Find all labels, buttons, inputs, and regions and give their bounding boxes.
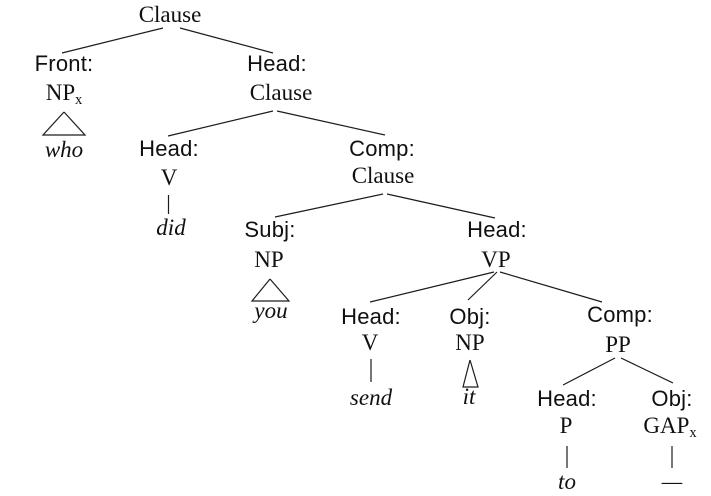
edge-compclause-headvp <box>386 193 496 219</box>
triangle-you <box>250 278 291 302</box>
edge-headvp-objnp <box>467 271 498 301</box>
node-headv-send-category: V <box>361 330 379 355</box>
terminal-send: send <box>349 385 393 410</box>
node-comppp-role: Comp: <box>587 302 653 327</box>
terminal-did: did <box>156 215 186 240</box>
node-objgap-category: GAPx <box>643 413 697 441</box>
terminal-it: it <box>462 384 476 409</box>
edge-headclause-compcl <box>276 110 386 136</box>
subscript-x: x <box>75 91 83 108</box>
edge-headvp-comppp <box>499 271 603 303</box>
node-objnp-category: NP <box>455 330 485 355</box>
node-front-role: Front: <box>34 51 94 76</box>
node-front-category: NPx <box>45 80 83 108</box>
node-root-category: Clause <box>138 2 202 27</box>
triangle-who <box>41 111 87 136</box>
subscript-x: x <box>689 424 697 441</box>
terminal-you: you <box>254 298 288 323</box>
node-headv-did-role: Head: <box>139 136 199 161</box>
node-headvp-category: VP <box>481 247 511 272</box>
node-objnp-role: Obj: <box>449 304 491 329</box>
edge-headclause-headv <box>167 110 274 137</box>
edge-headvp-headv <box>369 271 495 303</box>
node-objgap-role: Obj: <box>651 386 693 411</box>
edge-root-front <box>61 27 164 54</box>
node-headclause-category: Clause <box>249 80 313 105</box>
edge-root-headclause <box>179 27 274 54</box>
node-headp-category: P <box>559 413 573 438</box>
triangle-it <box>462 359 479 388</box>
node-headv-did-category: V <box>160 165 178 190</box>
node-compclause-category: Clause <box>351 163 415 188</box>
terminal-to: to <box>558 469 576 494</box>
node-headv-send-role: Head: <box>341 304 401 329</box>
edge-compclause-subj <box>274 193 384 218</box>
edge-comppp-headp <box>562 357 616 386</box>
node-subj-category: NP <box>254 247 284 272</box>
node-compclause-role: Comp: <box>349 136 415 161</box>
node-headclause-role: Head: <box>247 51 307 76</box>
edge-comppp-objgap <box>620 357 674 384</box>
terminal-gap-dash: — <box>661 469 683 494</box>
terminal-who: who <box>44 137 84 162</box>
node-headvp-role: Head: <box>467 217 527 242</box>
node-subj-role: Subj: <box>244 217 296 242</box>
node-comppp-category: PP <box>605 332 631 357</box>
node-headp-role: Head: <box>537 386 597 411</box>
